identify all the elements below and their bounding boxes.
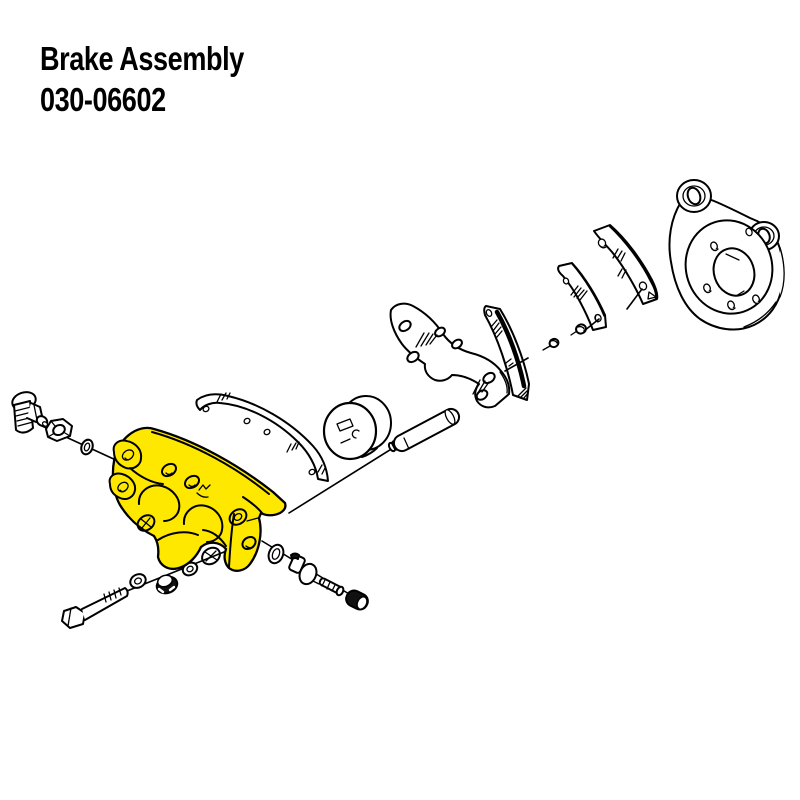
- caliper-piston[interactable]: [322, 395, 392, 461]
- part-number: 030-06602: [40, 81, 166, 118]
- pad-retainer-spring[interactable]: [195, 392, 329, 482]
- o-ring[interactable]: [266, 543, 286, 566]
- brake-pad-carrier-plate[interactable]: [389, 302, 511, 409]
- elbow-grease-fitting[interactable]: [10, 389, 49, 434]
- hex-nut[interactable]: [45, 418, 73, 442]
- retaining-screw-small[interactable]: [542, 337, 560, 351]
- bleeder-screw[interactable]: [318, 577, 345, 597]
- bleeder-valve-fitting[interactable]: [288, 552, 320, 587]
- outer-pad-leader-line: [583, 318, 600, 332]
- page-title: Brake Assembly: [40, 40, 244, 77]
- backing-plate-leader-line: [626, 288, 643, 310]
- flat-washer-front[interactable]: [128, 572, 148, 591]
- inner-brake-pad[interactable]: [483, 305, 530, 401]
- pad-backing-plate[interactable]: [593, 224, 659, 305]
- dust-cap[interactable]: [344, 588, 371, 612]
- mounting-bolt[interactable]: [61, 587, 129, 629]
- pad-leader-line: [504, 357, 529, 372]
- outer-brake-pad[interactable]: [557, 262, 607, 331]
- title-block: Brake Assembly 030-06602: [40, 38, 289, 120]
- o-ring-small[interactable]: [79, 438, 94, 456]
- brake-caliper-body[interactable]: [108, 426, 287, 572]
- lock-nut[interactable]: [154, 573, 179, 596]
- caliper-anchor-plate[interactable]: [668, 179, 785, 331]
- guide-pin[interactable]: [387, 407, 461, 453]
- retaining-screw-large[interactable]: [570, 323, 587, 336]
